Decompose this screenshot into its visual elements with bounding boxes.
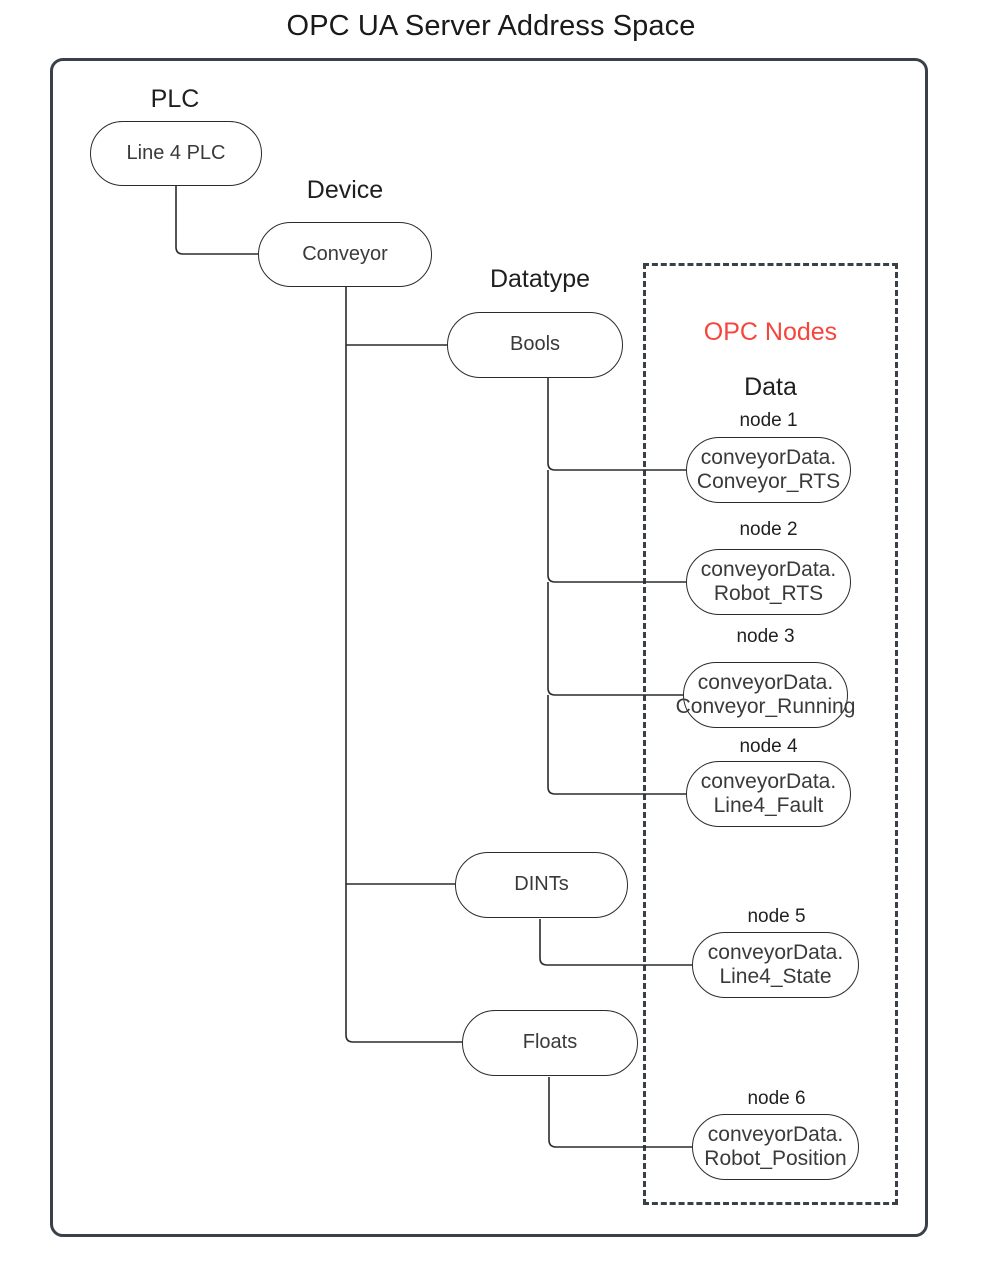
opc-node-1-label: conveyorData. Conveyor_RTS xyxy=(697,446,840,493)
opc-node-5-line1: conveyorData. xyxy=(707,941,844,965)
opc-node-1-line1: conveyorData. xyxy=(700,446,837,470)
opc-node-5-label: conveyorData. Line4_State xyxy=(708,941,843,988)
node-line4-plc[interactable]: Line 4 PLC xyxy=(90,121,262,186)
opc-node-6-label: conveyorData. Robot_Position xyxy=(704,1123,846,1170)
opc-node-3-label: conveyorData. Conveyor_Running xyxy=(676,671,856,718)
opc-node-4-line1: conveyorData. xyxy=(700,770,837,794)
opc-node-5-line2: Line4_State xyxy=(719,965,832,988)
opc-node-2-line1: conveyorData. xyxy=(700,558,837,582)
opc-node-6-line1: conveyorData. xyxy=(707,1123,844,1147)
opc-node-1[interactable]: conveyorData. Conveyor_RTS xyxy=(686,437,851,503)
opc-node-6[interactable]: conveyorData. Robot_Position xyxy=(692,1114,859,1180)
opc-node-6-line2: Robot_Position xyxy=(704,1147,847,1170)
node-conveyor-label: Conveyor xyxy=(302,242,388,265)
opc-node-3-line1: conveyorData. xyxy=(697,671,834,695)
caption-data: Data xyxy=(744,373,797,401)
node-datatype-bools-label: Bools xyxy=(509,333,561,356)
caption-datatype: Datatype xyxy=(489,265,591,293)
caption-device: Device xyxy=(306,176,384,204)
opc-node-1-caption: node 1 xyxy=(739,410,798,431)
opc-node-3-caption: node 3 xyxy=(736,626,795,647)
opc-node-1-line2: Conveyor_RTS xyxy=(696,470,841,493)
opc-node-2-line2: Robot_RTS xyxy=(713,582,824,605)
caption-plc: PLC xyxy=(150,85,200,113)
opc-node-4-line2: Line4_Fault xyxy=(713,794,824,817)
node-datatype-dints[interactable]: DINTs xyxy=(455,852,628,918)
caption-opc-nodes: OPC Nodes xyxy=(703,318,838,346)
opc-node-4-label: conveyorData. Line4_Fault xyxy=(701,770,836,817)
opc-node-5[interactable]: conveyorData. Line4_State xyxy=(692,932,859,998)
address-space-frame xyxy=(50,58,928,1237)
opc-node-3-line2: Conveyor_Running xyxy=(675,695,856,718)
node-datatype-bools[interactable]: Bools xyxy=(447,312,623,378)
opc-node-2[interactable]: conveyorData. Robot_RTS xyxy=(686,549,851,615)
opc-node-2-label: conveyorData. Robot_RTS xyxy=(701,558,836,605)
opc-node-4[interactable]: conveyorData. Line4_Fault xyxy=(686,761,851,827)
node-datatype-dints-label: DINTs xyxy=(514,873,569,896)
opc-node-3[interactable]: conveyorData. Conveyor_Running xyxy=(676,662,855,728)
opc-node-4-caption: node 4 xyxy=(739,736,798,757)
page-title: OPC UA Server Address Space xyxy=(286,10,696,42)
node-datatype-floats[interactable]: Floats xyxy=(462,1010,638,1076)
opc-node-6-caption: node 6 xyxy=(747,1088,806,1109)
opc-nodes-region xyxy=(643,263,898,1205)
opc-node-5-caption: node 5 xyxy=(747,906,806,927)
node-conveyor[interactable]: Conveyor xyxy=(258,222,432,287)
opc-node-2-caption: node 2 xyxy=(739,519,798,540)
node-datatype-floats-label: Floats xyxy=(522,1031,578,1054)
node-line4-plc-label: Line 4 PLC xyxy=(126,141,226,164)
